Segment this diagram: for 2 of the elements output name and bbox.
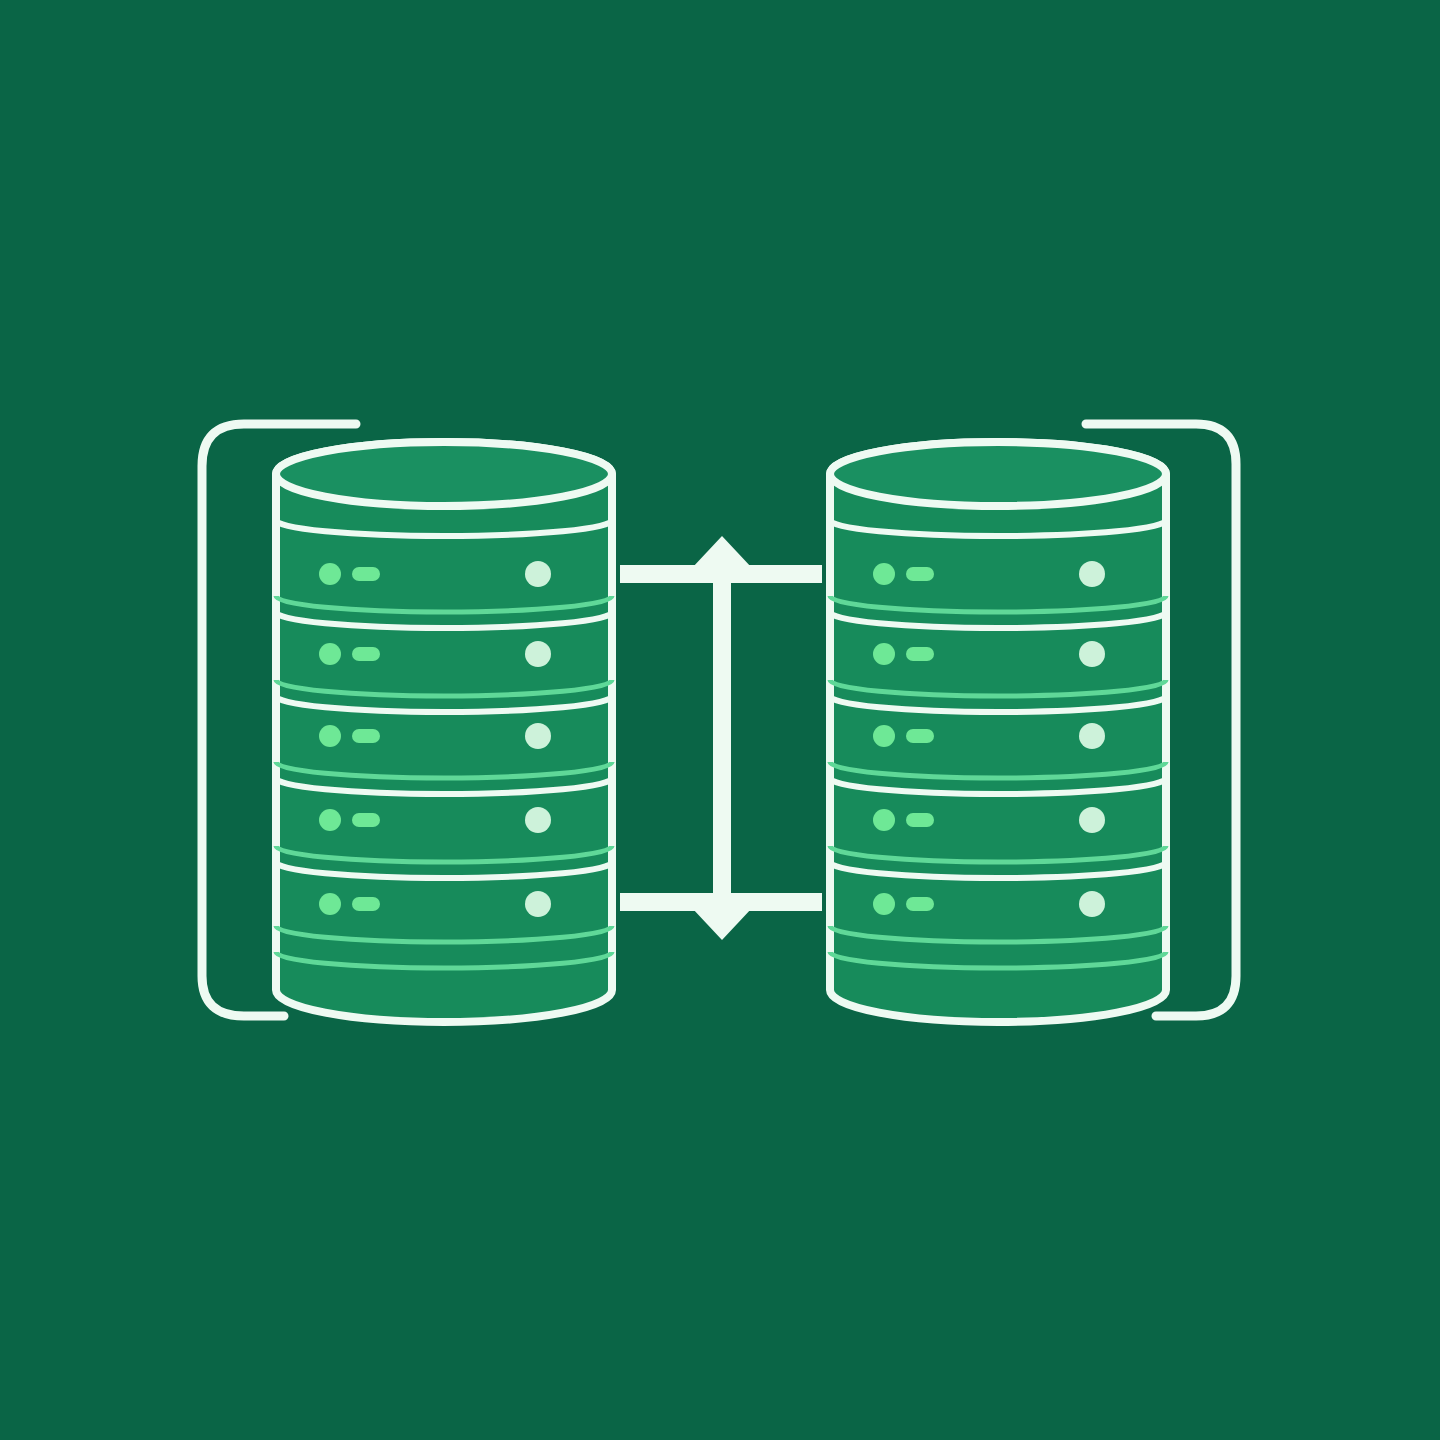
connector-line xyxy=(620,565,822,583)
connector-line xyxy=(620,893,822,911)
